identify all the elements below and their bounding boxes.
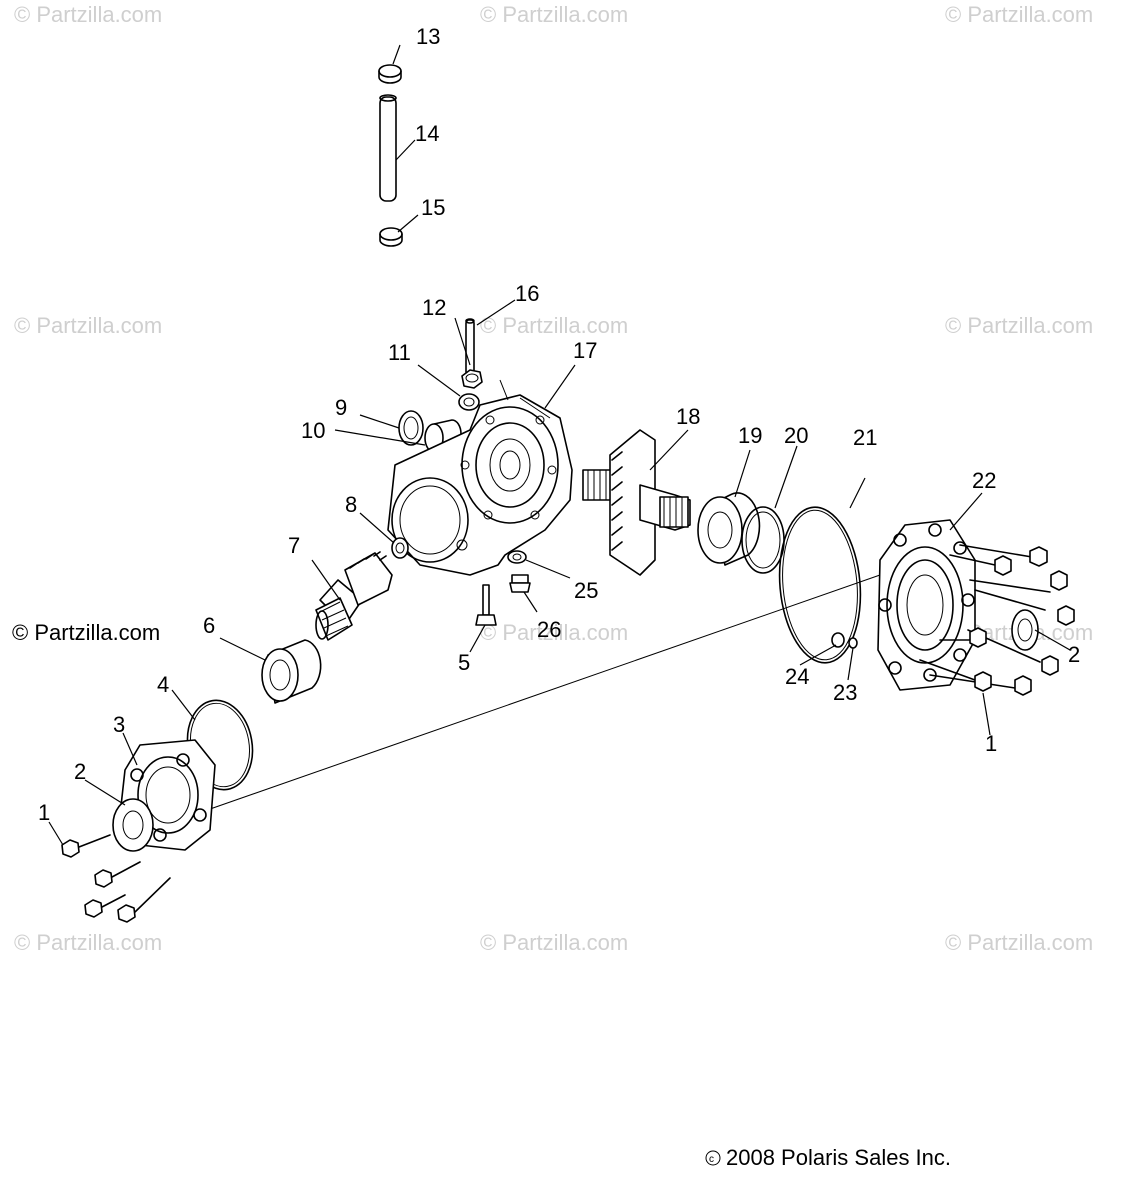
watermark-top-center: © Partzilla.com xyxy=(480,2,628,27)
callout-15: 15 xyxy=(421,195,445,220)
callout-3: 3 xyxy=(113,712,125,737)
callout-16: 16 xyxy=(515,281,539,306)
assembly-axis-line xyxy=(149,574,881,831)
part-7-pinion-gear xyxy=(315,551,393,641)
watermark-bottom-right: © Partzilla.com xyxy=(945,930,1093,955)
leader-lines xyxy=(48,44,1071,846)
watermark-top-left: © Partzilla.com xyxy=(14,2,162,27)
callout-12: 12 xyxy=(422,295,446,320)
callout-10: 10 xyxy=(301,418,325,443)
callout-1-right: 1 xyxy=(985,731,997,756)
callout-24: 24 xyxy=(785,664,809,689)
callout-19: 19 xyxy=(738,423,762,448)
copyright-c-letter: c xyxy=(709,1154,714,1165)
watermark-top-right: © Partzilla.com xyxy=(945,2,1093,27)
part-22-output-cover xyxy=(877,519,976,691)
part-8-pilot-bearing xyxy=(391,537,409,559)
part-9-seal xyxy=(398,410,424,446)
part-23-washer xyxy=(848,637,858,649)
part-15-clamp xyxy=(379,227,403,247)
callout-1-left: 1 xyxy=(38,800,50,825)
watermark-mid-center: © Partzilla.com xyxy=(480,313,628,338)
callout-7: 7 xyxy=(288,533,300,558)
callout-labels: 13 14 15 16 12 11 17 9 10 18 19 20 21 22… xyxy=(38,24,1080,825)
part-2-seal-right xyxy=(1011,609,1039,651)
callout-18: 18 xyxy=(676,404,700,429)
part-17-gearcase xyxy=(387,379,573,576)
part-19-ball-bearing xyxy=(697,492,761,566)
callout-26: 26 xyxy=(537,617,561,642)
part-21-o-ring xyxy=(778,506,862,664)
callout-17: 17 xyxy=(573,338,597,363)
callout-2-right: 2 xyxy=(1068,642,1080,667)
callout-8: 8 xyxy=(345,492,357,517)
copyright-text: 2008 Polaris Sales Inc. xyxy=(726,1145,951,1170)
watermark-bottom-left: © Partzilla.com xyxy=(14,930,162,955)
part-13-clamp xyxy=(378,64,402,84)
part-16-vent-fitting xyxy=(465,318,475,376)
copyright-circle-icon xyxy=(705,1150,721,1166)
watermark-center: © Partzilla.com xyxy=(480,620,628,645)
part-1-bolts-left xyxy=(61,834,171,923)
part-5-bolt xyxy=(475,584,497,626)
watermark-mid-right: © Partzilla.com xyxy=(945,313,1093,338)
part-26-drain-plug xyxy=(509,574,531,593)
callout-20: 20 xyxy=(784,423,808,448)
part-24-spacer xyxy=(831,632,845,648)
part-25-washer xyxy=(507,550,527,564)
callout-9: 9 xyxy=(335,395,347,420)
callout-25: 25 xyxy=(574,578,598,603)
callout-13: 13 xyxy=(416,24,440,49)
watermark-mid-left: © Partzilla.com xyxy=(14,313,162,338)
callout-22: 22 xyxy=(972,468,996,493)
callout-2-left: 2 xyxy=(74,759,86,784)
callout-11: 11 xyxy=(388,340,411,365)
part-2-seal-left xyxy=(112,798,154,852)
part-12-plug xyxy=(461,369,483,389)
callout-5: 5 xyxy=(458,650,470,675)
part-14-vent-tube xyxy=(379,94,397,202)
watermark-bottom-center: © Partzilla.com xyxy=(480,930,628,955)
callout-21: 21 xyxy=(853,425,877,450)
part-11-washer xyxy=(458,393,480,411)
callout-4: 4 xyxy=(157,672,169,697)
part-18-ring-gear xyxy=(582,429,691,576)
callout-6: 6 xyxy=(203,613,215,638)
callout-14: 14 xyxy=(415,121,439,146)
part-1-bolts-right xyxy=(919,544,1075,696)
callout-23: 23 xyxy=(833,680,857,705)
part-6-ball-bearing xyxy=(261,639,322,704)
watermark-left-dark: © Partzilla.com xyxy=(12,620,160,645)
copyright-notice: c 2008 Polaris Sales Inc. xyxy=(705,1145,951,1170)
